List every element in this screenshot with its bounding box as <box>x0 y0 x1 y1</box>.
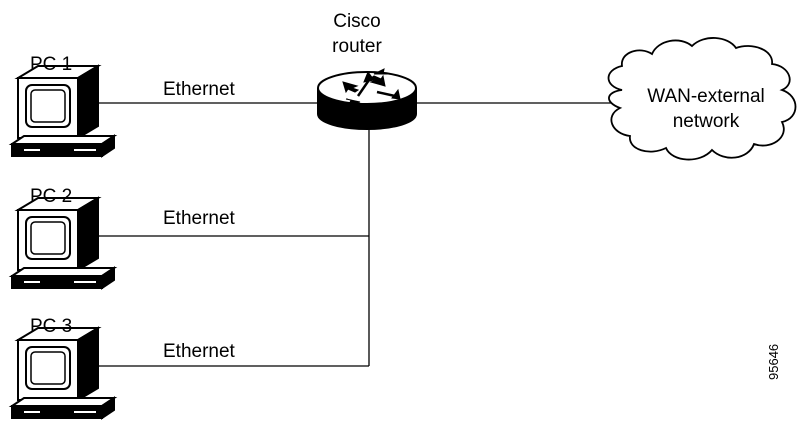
pc-3-label: PC 3 <box>30 316 72 337</box>
link-label-pc2: Ethernet <box>163 208 236 229</box>
desktop-computer-icon <box>11 327 115 419</box>
router-icon <box>317 68 417 130</box>
router-label-line1: Cisco <box>333 11 381 32</box>
cloud-label-line2: network <box>673 111 740 132</box>
router-label-line2: router <box>332 36 382 57</box>
pc-2-label: PC 2 <box>30 186 72 207</box>
link-label-pc1: Ethernet <box>163 79 236 100</box>
cloud-label-line1: WAN-external <box>647 86 765 107</box>
cloud-icon <box>607 37 797 161</box>
figure-id: 95646 <box>766 344 781 380</box>
pc-1-label: PC 1 <box>30 54 72 75</box>
desktop-computer-icon <box>11 197 115 289</box>
desktop-computer-icon <box>11 65 115 157</box>
link-label-pc3: Ethernet <box>163 341 236 362</box>
